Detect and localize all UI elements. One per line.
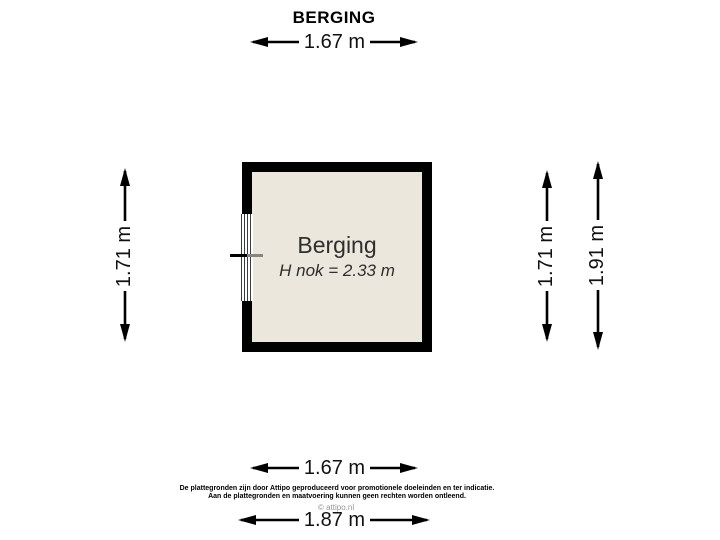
room-walls (242, 162, 432, 352)
room-height-note: H nok = 2.33 m (279, 261, 395, 280)
door-window-icon (241, 214, 253, 301)
dimension-label-right-inner: 1.71 m (533, 221, 560, 291)
room-floor (252, 172, 422, 342)
dimension-label-bottom-inner: 1.67 m (299, 456, 370, 480)
disclaimer-text: De plattegronden zijn door Attipo geprod… (107, 485, 567, 501)
watermark: © attipo.nl (318, 503, 355, 512)
dimension-label-right-outer: 1.91 m (584, 220, 611, 290)
disclaimer-line-2: Aan de plattegronden en maatvoering kunn… (208, 493, 466, 500)
disclaimer-line-1: De plattegronden zijn door Attipo geprod… (179, 485, 495, 492)
dimension-label-bottom-outer: 1.87 m (299, 508, 370, 532)
door-center-line-outer (230, 254, 247, 257)
dimension-label-left: 1.71 m (111, 221, 138, 291)
page-title: BERGING (292, 8, 376, 27)
door-center-line-inner (247, 254, 263, 257)
room-name-label: Berging (297, 232, 377, 258)
dimension-label-top: 1.67 m (299, 30, 370, 54)
